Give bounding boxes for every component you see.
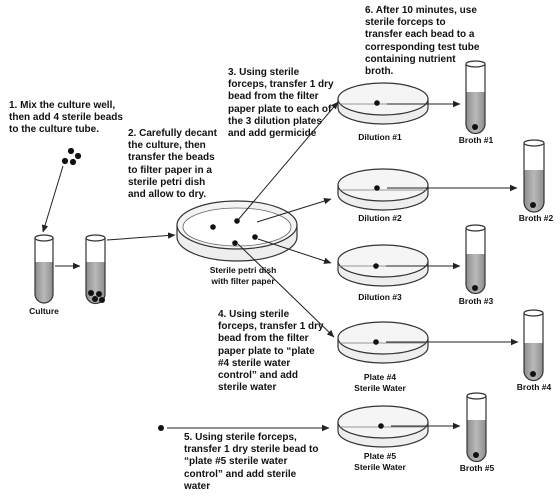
step-4-text: 4. Using sterile forceps, transfer 1 dry… xyxy=(218,309,324,394)
sterile-bead xyxy=(158,425,164,431)
culture-tube-with-beads xyxy=(85,234,106,305)
broth-1-label: Broth #1 xyxy=(459,135,494,145)
plate-4-label-line2: Sterile Water xyxy=(354,383,406,393)
plate-dilution-1 xyxy=(337,82,429,125)
step-3-text: 3. Using sterile forceps, transfer 1 dry… xyxy=(228,67,334,140)
plate-dilution-2 xyxy=(337,168,429,211)
dilution-2-label: Dilution #2 xyxy=(358,213,402,223)
plate-5-sterile-water xyxy=(337,405,429,448)
plate-5-label-line1: Plate #5 xyxy=(364,451,396,461)
step-2-text: 2. Carefully decant the culture, then tr… xyxy=(128,128,217,201)
step-1-text: 1. Mix the culture well, then add 4 ster… xyxy=(9,100,123,136)
broth-tube-3 xyxy=(465,224,486,295)
plate-dilution-3 xyxy=(337,244,429,287)
broth-tube-2 xyxy=(523,139,545,213)
step-5-text: 5. Using sterile forceps, transfer 1 dry… xyxy=(184,432,319,492)
broth-5-label: Broth #5 xyxy=(460,463,495,473)
filter-paper-petri-dish xyxy=(176,200,298,262)
broth-3-label: Broth #3 xyxy=(459,296,494,306)
filter-dish-label-line1: Sterile petri dish xyxy=(210,265,277,275)
plate-4-sterile-water xyxy=(337,321,429,364)
broth-tube-1 xyxy=(465,60,486,135)
broth-4-label: Broth #4 xyxy=(517,382,552,392)
broth-2-label: Broth #2 xyxy=(519,213,554,223)
broth-tube-4 xyxy=(523,309,544,382)
broth-tube-5 xyxy=(466,392,487,463)
step-6-text: 6. After 10 minutes, use sterile forceps… xyxy=(365,5,480,78)
culture-label: Culture xyxy=(29,306,59,316)
culture-tube xyxy=(34,234,54,304)
plate-4-label-line1: Plate #4 xyxy=(364,372,396,382)
dilution-3-label: Dilution #3 xyxy=(358,292,402,302)
plate-5-label-line2: Sterile Water xyxy=(354,462,406,472)
loose-beads xyxy=(61,147,82,166)
filter-dish-label-line2: with filter paper xyxy=(210,276,275,286)
dilution-1-label: Dilution #1 xyxy=(358,132,402,142)
